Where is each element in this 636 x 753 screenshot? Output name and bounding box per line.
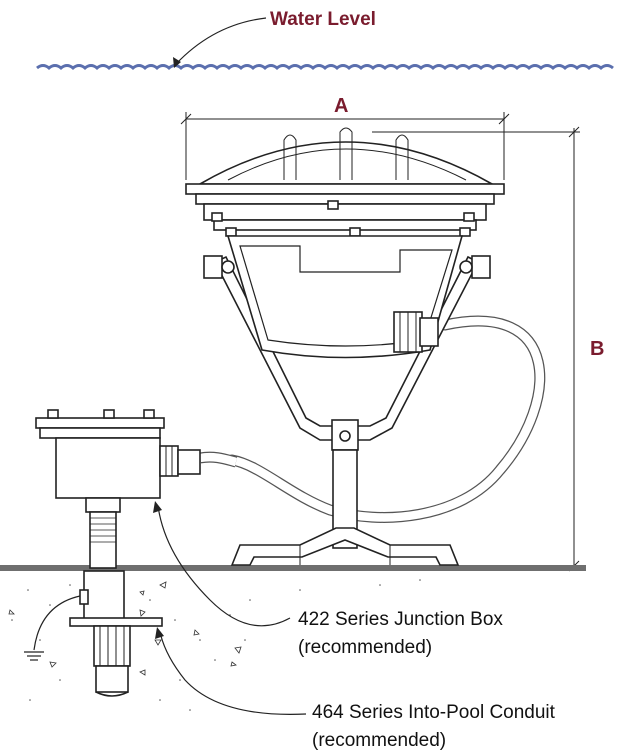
dimension-a-label: A bbox=[334, 95, 348, 117]
junction-box-leader bbox=[157, 505, 291, 627]
dimension-b-label: B bbox=[590, 338, 604, 360]
water-level-label: Water Level bbox=[270, 9, 376, 30]
junction-box-arrowhead bbox=[153, 501, 162, 513]
junction-box-label-line2: (recommended) bbox=[298, 637, 432, 658]
conduit-leader bbox=[159, 631, 307, 715]
light-fixture bbox=[185, 127, 505, 566]
dimension-a bbox=[180, 112, 510, 180]
junction-box bbox=[35, 409, 201, 569]
water-level-leader bbox=[175, 17, 267, 65]
pool-floor bbox=[0, 565, 586, 571]
cable-junction-box bbox=[198, 451, 238, 468]
junction-box-label-line1: 422 Series Junction Box bbox=[298, 609, 503, 630]
dimension-b bbox=[372, 126, 580, 572]
conduit-label-line1: 464 Series Into-Pool Conduit bbox=[312, 702, 556, 723]
water-level-line bbox=[36, 64, 614, 70]
conduit-label-line2: (recommended) bbox=[312, 730, 446, 751]
water-level-arrowhead bbox=[173, 57, 181, 68]
cable-fixture bbox=[226, 315, 546, 523]
into-pool-conduit bbox=[24, 570, 163, 697]
conduit-arrowhead bbox=[155, 627, 164, 639]
